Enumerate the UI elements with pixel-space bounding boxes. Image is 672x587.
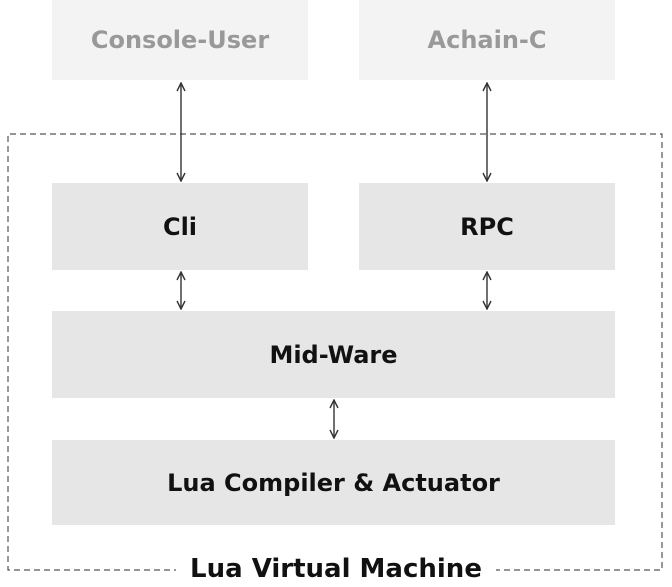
lua-compiler-box: Lua Compiler & Actuator	[52, 440, 615, 525]
cli-box: Cli	[52, 183, 308, 270]
vm-container-label: Lua Virtual Machine	[176, 554, 496, 584]
vm-container-border	[7, 133, 663, 571]
console-user-label: Console-User	[90, 26, 270, 54]
achain-c-box: Achain-C	[359, 0, 615, 80]
rpc-box: RPC	[359, 183, 615, 270]
rpc-label: RPC	[460, 212, 514, 241]
mid-ware-box: Mid-Ware	[52, 311, 615, 398]
achain-c-label: Achain-C	[427, 26, 547, 54]
lua-compiler-label: Lua Compiler & Actuator	[167, 468, 500, 497]
console-user-box: Console-User	[52, 0, 308, 80]
mid-ware-label: Mid-Ware	[269, 340, 398, 369]
vm-container-title: Lua Virtual Machine	[0, 554, 672, 584]
cli-label: Cli	[162, 212, 198, 241]
